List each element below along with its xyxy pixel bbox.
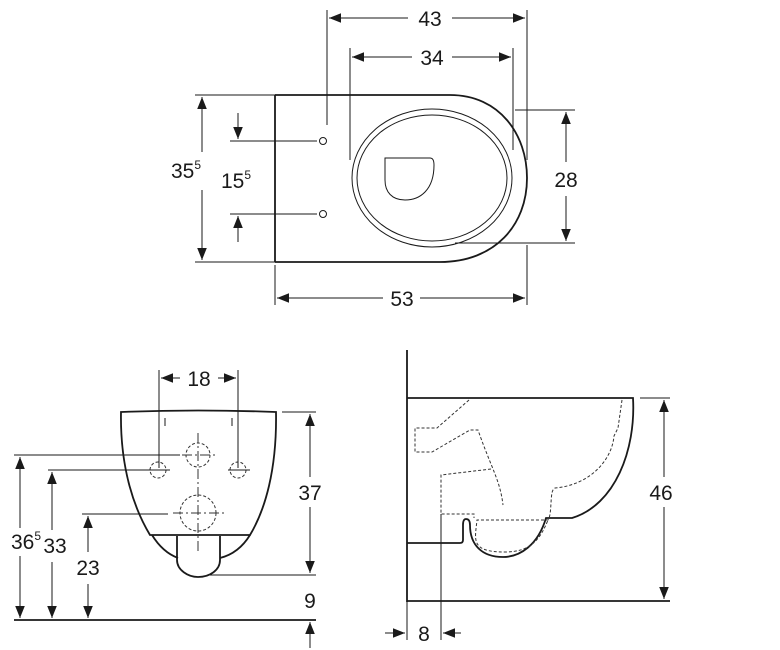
dim-33: 33: [43, 535, 66, 558]
mounting-hole: [319, 137, 327, 145]
seat-hinge: [384, 157, 435, 201]
dim-18: 18: [187, 368, 210, 391]
dim-35-5: 355: [171, 158, 201, 183]
mounting-hole: [319, 210, 327, 218]
bowl-outline: [275, 94, 528, 263]
dim-43: 43: [418, 8, 441, 31]
dim-8: 8: [418, 623, 430, 646]
dim-36-5: 365: [11, 529, 41, 554]
dim-23: 23: [76, 557, 99, 580]
front-view: 18 37 9 365 33 23: [11, 368, 322, 648]
bowl-front-outline: [120, 409, 277, 536]
side-view: 46 8: [385, 350, 673, 646]
dim-34: 34: [420, 47, 444, 70]
seat-outer: [351, 108, 513, 248]
top-view: 43 34 28 53 355 155: [171, 8, 578, 311]
seat-inner: [356, 114, 508, 242]
dim-15-5: 155: [221, 168, 251, 193]
dim-53: 53: [390, 288, 413, 311]
dim-46: 46: [649, 482, 672, 505]
bowl-side-outline: [407, 397, 635, 558]
dim-28: 28: [554, 169, 577, 192]
internal-trap: [475, 399, 623, 553]
dim-9: 9: [304, 590, 316, 613]
outlet: [176, 536, 221, 578]
dim-37: 37: [298, 482, 321, 505]
